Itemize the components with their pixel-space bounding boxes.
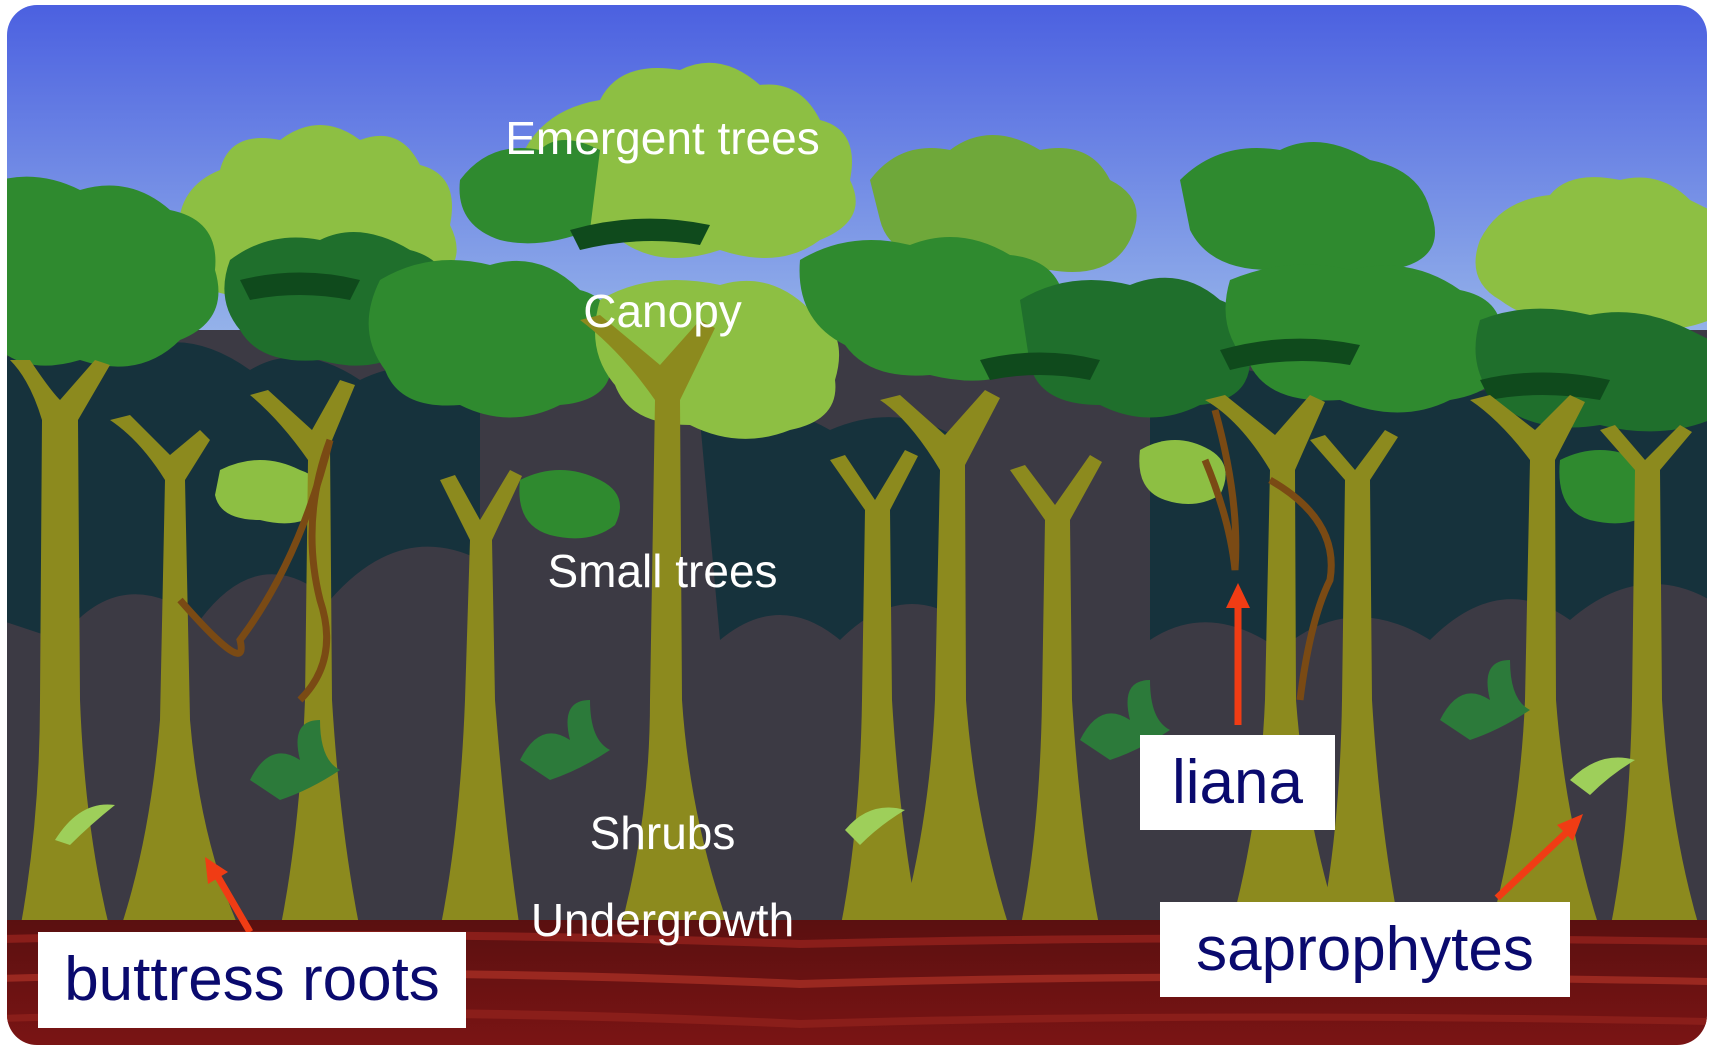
label-shrubs: Shrubs <box>0 810 1325 856</box>
label-emergent-trees: Emergent trees <box>0 115 1325 161</box>
label-small-trees: Small trees <box>0 548 1325 594</box>
callout-buttress-roots: buttress roots <box>38 932 466 1028</box>
label-canopy: Canopy <box>0 288 1325 334</box>
callout-saprophytes: saprophytes <box>1160 902 1570 997</box>
callout-liana: liana <box>1140 735 1335 830</box>
